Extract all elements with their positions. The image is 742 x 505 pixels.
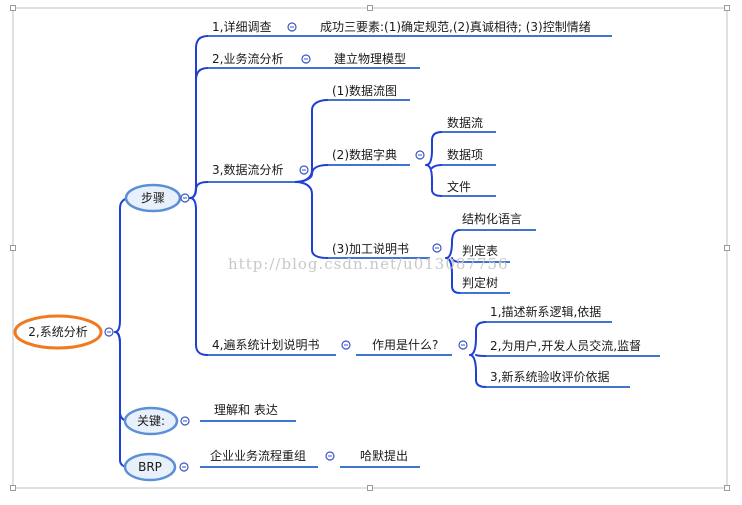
- resize-handle-tl[interactable]: [10, 5, 16, 11]
- connectors: [114, 35, 487, 468]
- brp-node-label: BRP: [138, 460, 162, 474]
- connector-s4-item2: [475, 354, 487, 357]
- steps-node-label: 步骤: [140, 191, 165, 205]
- c2-item-3[interactable]: 文件: [447, 180, 472, 194]
- c3-item-1[interactable]: 结构化语言: [462, 212, 523, 226]
- resize-handle-ml[interactable]: [10, 245, 16, 251]
- connector-c3-item3: [445, 257, 461, 294]
- c2-item-1[interactable]: 数据流: [447, 116, 484, 130]
- collapse-minus-marks: [107, 26, 465, 468]
- connector-c2-item2: [431, 164, 443, 169]
- connector-c3-item2: [451, 257, 461, 263]
- step4-label[interactable]: 4,遍系统计划说明书: [212, 338, 320, 352]
- step3-c3-label[interactable]: (3)加工说明书: [332, 242, 409, 256]
- step2-child-label[interactable]: 建立物理模型: [334, 52, 407, 66]
- root-node-label: 2,系统分析: [28, 325, 88, 339]
- s4-item-3[interactable]: 3,新系统验收评价依据: [490, 370, 610, 384]
- resize-handle-br[interactable]: [724, 485, 730, 491]
- connector-root-brp: [114, 331, 129, 468]
- resize-handle-bc[interactable]: [367, 485, 373, 491]
- connector-s3-c3: [294, 181, 329, 259]
- step3-label[interactable]: 3,数据流分析: [212, 163, 284, 177]
- connector-root-steps: [114, 197, 131, 333]
- connector-s4-item1: [469, 321, 487, 356]
- key-node-label: 关键:: [136, 414, 166, 428]
- s4-item-2[interactable]: 2,为用户,开发人员交流,监督: [490, 339, 642, 353]
- key-node-shape[interactable]: [123, 406, 179, 436]
- resize-handle-tr[interactable]: [724, 5, 730, 11]
- step1-child-label[interactable]: 成功三要素:(1)确定规范,(2)真诚相待; (3)控制情绪: [320, 20, 591, 34]
- connector-steps-s4: [189, 197, 209, 356]
- connector-s3-c2: [294, 164, 329, 183]
- connector-c2-item1: [425, 131, 443, 166]
- root-node-shape[interactable]: [13, 314, 103, 350]
- collapse-indicators[interactable]: [104, 22, 468, 472]
- brp-label[interactable]: 企业业务流程重组: [210, 449, 307, 463]
- connector-c2-item3: [425, 164, 443, 197]
- connector-s4-item3: [469, 354, 487, 388]
- resize-handle-bl[interactable]: [10, 485, 16, 491]
- c3-item-2[interactable]: 判定表: [462, 244, 499, 258]
- c2-item-2[interactable]: 数据项: [447, 148, 484, 162]
- connector-steps-s2: [195, 67, 209, 81]
- brp-child-label[interactable]: 哈默提出: [360, 449, 409, 463]
- connector-steps-s1: [189, 35, 209, 199]
- key-child-label[interactable]: 理解和 表达: [214, 403, 278, 417]
- steps-node-shape[interactable]: [124, 183, 182, 213]
- watermark-text: http://blog.csdn.net/u013087756: [228, 255, 509, 273]
- step4-child-label[interactable]: 作用是什么?: [372, 338, 439, 352]
- step2-label[interactable]: 2,业务流分析: [212, 52, 284, 66]
- underlines: [200, 35, 660, 468]
- brp-node-shape[interactable]: [123, 452, 177, 482]
- connector-root-key: [114, 331, 129, 422]
- step1-label[interactable]: 1,详细调查: [212, 20, 272, 34]
- resize-handle-tc[interactable]: [367, 5, 373, 11]
- connector-c3-item1: [445, 229, 461, 259]
- s4-item-1[interactable]: 1,描述新系逻辑,依据: [490, 305, 602, 319]
- step3-c2-label[interactable]: (2)数据字典: [332, 148, 397, 162]
- connector-steps-s3: [189, 181, 209, 199]
- step3-c1-label[interactable]: (1)数据流图: [332, 84, 397, 98]
- resize-handle-mr[interactable]: [724, 245, 730, 251]
- c3-item-3[interactable]: 判定树: [462, 276, 499, 290]
